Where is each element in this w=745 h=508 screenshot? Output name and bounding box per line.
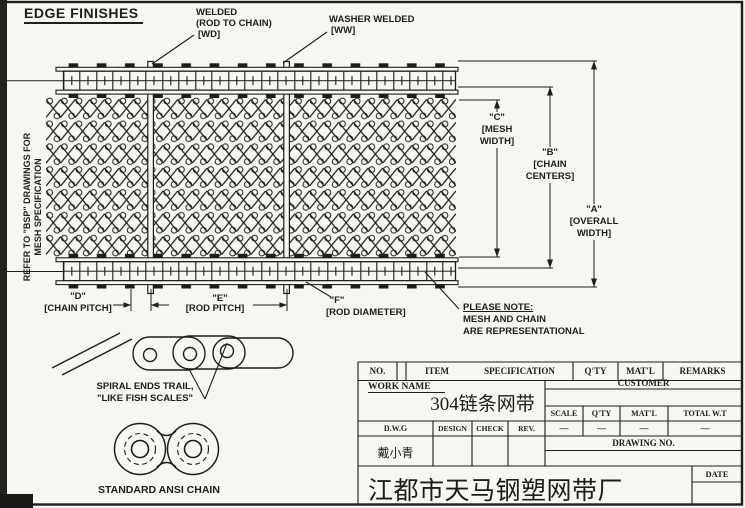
dimension-arrows [123, 61, 597, 308]
title-block-grid [357, 361, 743, 504]
col-header-remarks: REMARKS [679, 366, 726, 376]
qty-label: Q'TY [591, 409, 612, 418]
top-chain [3, 63, 459, 98]
design-label: DESIGN [438, 424, 467, 433]
col-header-no: NO. [369, 366, 386, 376]
mesh-weave [46, 97, 456, 257]
ansi-chain-link [113, 422, 220, 476]
product-name: 304链条网带 [430, 394, 535, 415]
check-label: CHECK [476, 424, 504, 433]
dim-a-line1: [OVERALL [569, 216, 619, 227]
dim-a-label: "A" [OVERALL WIDTH] [564, 204, 624, 240]
welded-callout-line2: (ROD TO CHAIN) [196, 18, 272, 29]
matl-label: MAT'L [631, 409, 657, 418]
washer-welded-callout-line1: WASHER WELDED [329, 14, 415, 25]
spiral-note-line1: SPIRAL ENDS TRAIL, [96, 381, 194, 392]
dim-a-symbol: "A" [586, 204, 602, 215]
welded-callout-line1: WELDED [196, 7, 238, 18]
col-header-item: ITEM [424, 366, 449, 376]
ansi-chain-label: STANDARD ANSI CHAIN [98, 484, 220, 496]
dim-e-symbol: "E" [212, 293, 228, 304]
customer-label: CUSTOMER [617, 378, 670, 388]
dim-f-label: [ROD DIAMETER] [326, 307, 406, 318]
welded-callout-line3: [WD] [198, 29, 221, 40]
company-name: 江都市天马钢塑网带厂 [368, 478, 624, 505]
dim-d-symbol: "D" [70, 291, 86, 302]
dim-c-line1: [MESH [481, 124, 513, 135]
rev-label: REV. [518, 424, 535, 433]
dim-b-label: "B" [CHAIN CENTERS] [520, 147, 580, 183]
dim-b-line2: CENTERS] [525, 171, 575, 182]
spiral-note-line2: "LIKE FISH SCALES" [96, 393, 194, 404]
dim-b-line1: [CHAIN [533, 159, 567, 170]
dim-f-symbol: "F" [329, 295, 345, 306]
col-header-specification: SPECIFICATION [484, 366, 555, 376]
date-label: DATE [705, 469, 729, 479]
dim-d-label: [CHAIN PITCH] [44, 303, 112, 314]
dim-a-line2: WIDTH] [576, 228, 612, 239]
page-title: EDGE FINISHES [24, 5, 143, 24]
designer-name: 戴小青 [377, 446, 414, 460]
please-note-line1: PLEASE NOTE: [463, 302, 534, 313]
scale-value: — [559, 423, 569, 433]
dim-c-line2: WIDTH] [479, 136, 515, 147]
work-name-label: WORK NAME [368, 382, 445, 393]
col-header-matl: MAT'L [626, 366, 655, 376]
col-header-qty: Q'TY [584, 366, 607, 376]
total-wt-value: — [700, 423, 710, 433]
bottom-chain [3, 253, 459, 289]
dim-c-symbol: "C" [489, 112, 505, 123]
qty-value: — [597, 423, 606, 433]
leader-lines [151, 31, 460, 400]
dim-e-label: [ROD PITCH] [185, 303, 245, 314]
dimension-lines [113, 60, 597, 311]
please-note-line3: ARE REPRESENTATIONAL [463, 326, 585, 337]
scale-label: SCALE [550, 409, 578, 418]
side-note-line2: MESH SPECIFICATION [33, 158, 43, 256]
washer-welded-callout-line2: [WW] [331, 25, 356, 36]
drawing-no-label: DRAWING NO. [612, 438, 675, 448]
dwg-label: D.W.G [383, 424, 408, 433]
spiral-ends-detail [51, 332, 294, 376]
dim-b-symbol: "B" [542, 147, 558, 158]
total-wt-label: TOTAL W.T [683, 409, 727, 418]
please-note-line2: MESH AND CHAIN [463, 314, 547, 325]
side-note-line1: REFER TO "BSP" DRAWINGS FOR [22, 132, 32, 282]
matl-value: — [639, 423, 649, 433]
dim-c-label: "C" [MESH WIDTH] [472, 112, 522, 148]
side-note: REFER TO "BSP" DRAWINGS FOR MESH SPECIFI… [22, 82, 44, 332]
